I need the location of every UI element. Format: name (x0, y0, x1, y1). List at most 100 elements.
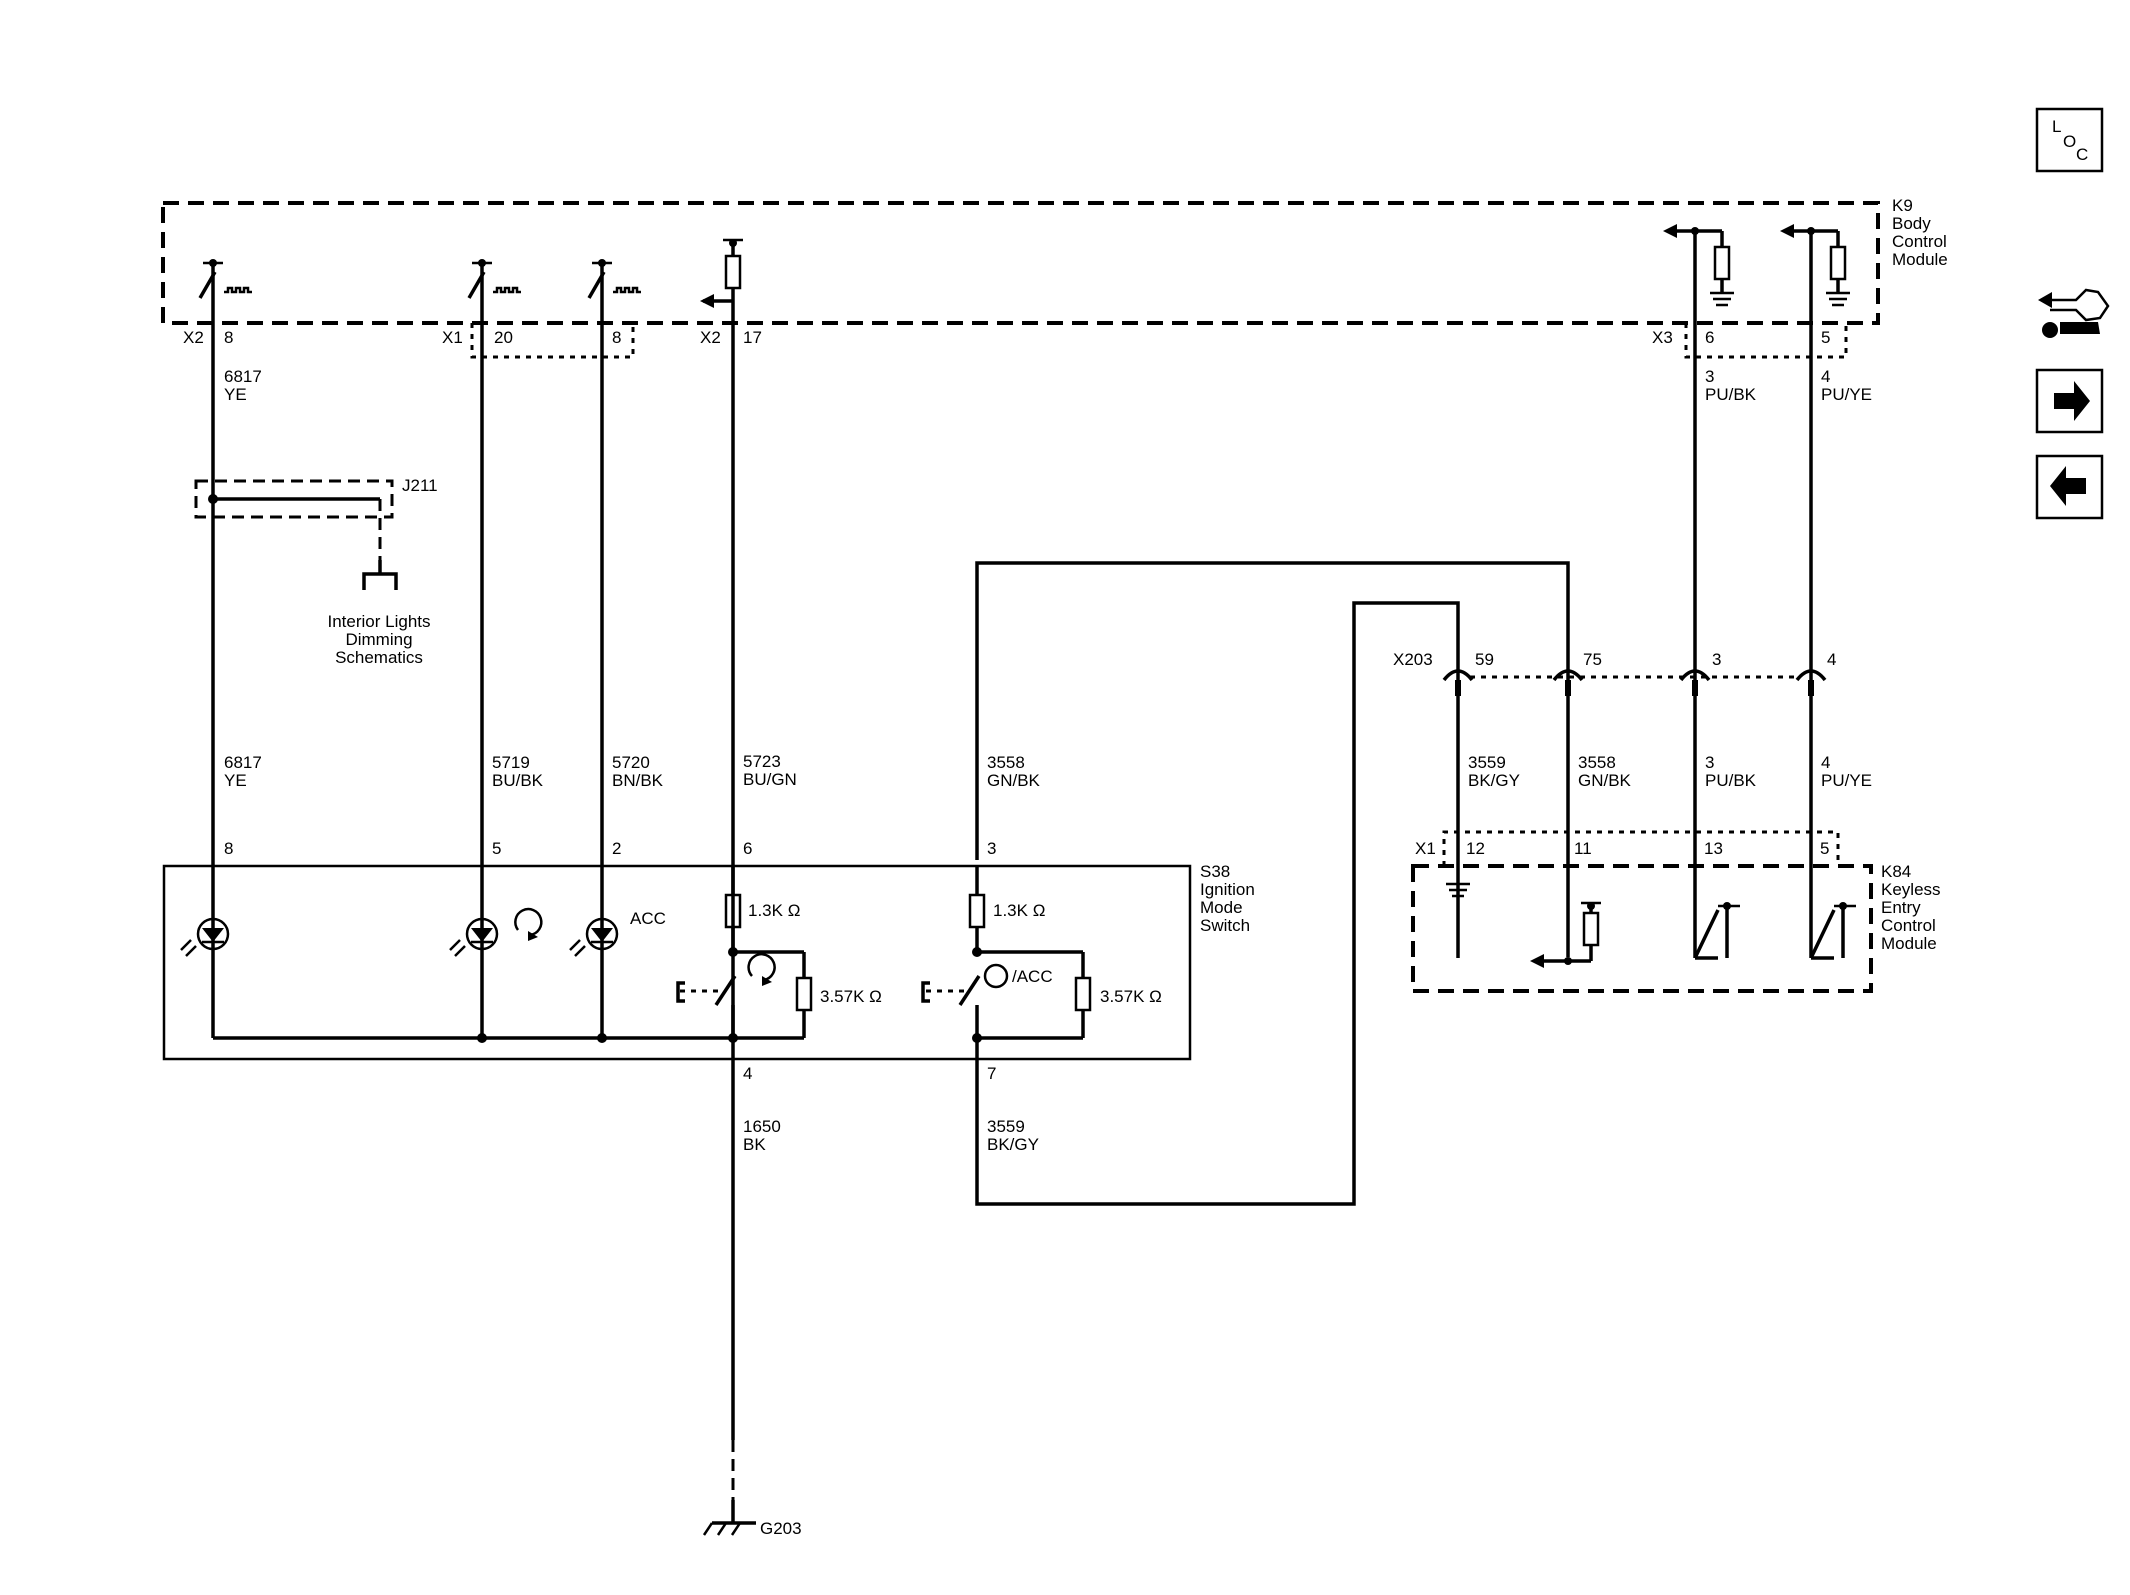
x203-inline-connector: X203 59 75 3 4 (1393, 650, 1836, 696)
k84-name-line1: Keyless (1881, 880, 1941, 899)
loc-l: L (2052, 117, 2061, 136)
k84-outline (1411, 864, 1873, 993)
x203-ref: X203 (1393, 650, 1433, 669)
wire-5723-circuit: 5723 (743, 752, 781, 771)
s38-ref: S38 (1200, 862, 1230, 881)
s38-pin-6: 6 (743, 839, 752, 858)
switch-circuit-acc: /ACC 1.3K Ω 3.57K Ω (921, 866, 1162, 1043)
wire-4-top-circuit: 4 (1821, 367, 1830, 386)
nav-panel: L O C (2035, 107, 2110, 520)
power-on-icon (514, 907, 543, 937)
acc-switch-label: /ACC (1012, 967, 1053, 986)
g203-ground: G203 (702, 1500, 802, 1538)
k84-conn-x1: X1 (1415, 839, 1436, 858)
loc-c: C (2076, 145, 2088, 164)
location-icon[interactable]: L O C (2035, 107, 2104, 173)
wire-3558 (975, 561, 1570, 957)
k9-pin-5: 5 (1821, 328, 1830, 347)
x203-pin-59: 59 (1475, 650, 1494, 669)
k84-switch-5 (1809, 902, 1856, 960)
k84-ref: K84 (1881, 862, 1911, 881)
wire-5720-color: BN/BK (612, 771, 664, 790)
s38-ignition-mode-switch: S38 Ignition Mode Switch 8 5 2 6 3 4 7 (162, 839, 1255, 1083)
k9-pwm-output-8 (198, 259, 252, 323)
wire-4-bot-circuit: 4 (1821, 753, 1830, 772)
s38-pin-4: 4 (743, 1064, 752, 1083)
k9-ref: K9 (1892, 196, 1913, 215)
k9-name-line1: Body (1892, 214, 1931, 233)
k84-switch-13 (1693, 902, 1740, 960)
k9-pin-17: 17 (743, 328, 762, 347)
wire-3-bot-circuit: 3 (1705, 753, 1714, 772)
wire-3559-circuit: 3559 (987, 1117, 1025, 1136)
k9-name-line3: Module (1892, 250, 1948, 269)
x203-pin-75: 75 (1583, 650, 1602, 669)
k84-name-line4: Module (1881, 934, 1937, 953)
wire-6817-circuit: 6817 (224, 753, 262, 772)
switch-circuit-on: 1.3K Ω 3.57K Ω (676, 866, 882, 1040)
arrow-right-icon[interactable] (2035, 368, 2104, 434)
wire-3558-color: GN/BK (987, 771, 1041, 790)
acc-label: ACC (630, 909, 666, 928)
k9-pwm-output-20 (467, 259, 521, 323)
ref-line2: Dimming (345, 630, 412, 649)
s38-name-line3: Switch (1200, 916, 1250, 935)
res2-label: 3.57K Ω (820, 987, 882, 1006)
k9-conn-x3: X3 (1652, 328, 1673, 347)
indicator-led-off (180, 917, 230, 957)
wire-4-bot-color: PU/YE (1821, 771, 1872, 790)
k9-pin-8a: 8 (224, 328, 233, 347)
off-mode-icon (983, 963, 1009, 989)
k9-pin-8b: 8 (612, 328, 621, 347)
wire-5719-color: BU/BK (492, 771, 544, 790)
s38-pin-8: 8 (224, 839, 233, 858)
ref-line1: Interior Lights (328, 612, 431, 631)
x203-pin-3: 3 (1712, 650, 1721, 669)
k84-name-line3: Control (1881, 916, 1936, 935)
k9-input-5 (1780, 224, 1850, 323)
j211-splice-pack: J211 Interior Lights Dimming Schematics (194, 476, 438, 667)
wire-5723-color: BU/GN (743, 770, 797, 789)
k9-pullup-resistor-17 (700, 238, 743, 323)
k84-keyless-entry-module: K84 Keyless Entry Control Module X1 12 1… (1411, 830, 1941, 993)
k9-name-line2: Control (1892, 232, 1947, 251)
wire-3-top-circuit: 3 (1705, 367, 1714, 386)
s38-name-line1: Ignition (1200, 880, 1255, 899)
wire-4-top-color: PU/YE (1821, 385, 1872, 404)
k9-x3-connector-bracket (1684, 323, 1848, 359)
j211-outline (194, 479, 394, 519)
k84-pin-5: 5 (1820, 839, 1829, 858)
k9-conn-x2b: X2 (700, 328, 721, 347)
wire-6817-top-color: YE (224, 385, 247, 404)
wire-6817-top-circuit: 6817 (224, 367, 262, 386)
wire-1650-circuit: 1650 (743, 1117, 781, 1136)
s38-pin-7: 7 (987, 1064, 996, 1083)
s38-outline (162, 864, 1192, 1061)
k84-pin-12: 12 (1466, 839, 1485, 858)
k9-pin-6: 6 (1705, 328, 1714, 347)
j211-ref: J211 (402, 476, 438, 495)
s38-name-line2: Mode (1200, 898, 1243, 917)
wire-1650-color: BK (743, 1135, 766, 1154)
arrow-left-icon[interactable] (2035, 454, 2104, 520)
k9-x1-connector-bracket (470, 323, 635, 359)
k84-x1-connector-bracket (1442, 830, 1840, 866)
k9-pin-20: 20 (494, 328, 513, 347)
k9-module-outline (161, 201, 1880, 325)
k9-pwm-output-8b (587, 259, 641, 323)
res1-label: 1.3K Ω (748, 901, 800, 920)
k84-pin-11: 11 (1574, 839, 1592, 858)
s38-pin-5: 5 (492, 839, 501, 858)
wire-5720-circuit: 5720 (612, 753, 650, 772)
wire-3558-x-circuit: 3558 (1578, 753, 1616, 772)
diagnostic-connector-icon[interactable] (2038, 288, 2110, 338)
res3-label: 1.3K Ω (993, 901, 1045, 920)
wire-3559-x-color: BK/GY (1468, 771, 1520, 790)
k9-body-control-module: K9 Body Control Module (161, 196, 1948, 359)
k84-name-line2: Entry (1881, 898, 1921, 917)
wire-3-top-color: PU/BK (1705, 385, 1757, 404)
k84-pin-13: 13 (1704, 839, 1723, 858)
wire-6817-color: YE (224, 771, 247, 790)
s38-pin-2: 2 (612, 839, 621, 858)
